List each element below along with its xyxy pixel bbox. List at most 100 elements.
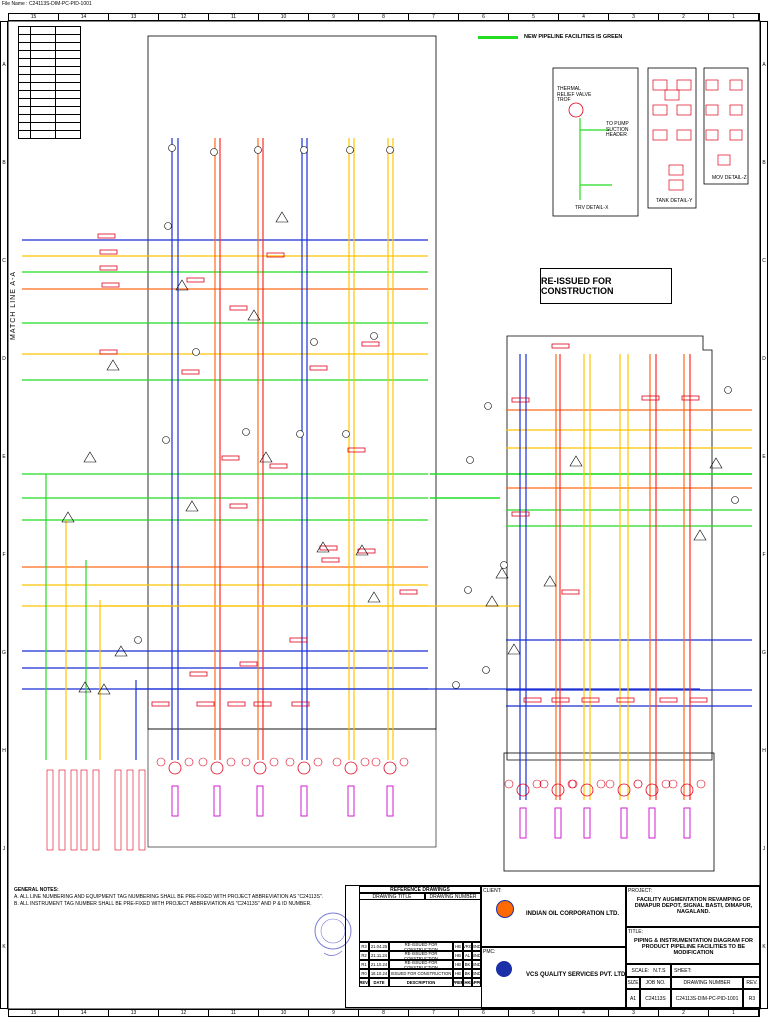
tag-column <box>58 769 66 851</box>
tag-column <box>126 769 134 851</box>
revision-cell: PREP <box>452 978 464 987</box>
instrument-bubble <box>342 430 350 438</box>
instrument-bubble <box>724 386 732 394</box>
size-value: A1 <box>626 989 640 1009</box>
tank-detail-box <box>647 67 697 209</box>
instrument-bubble <box>731 496 739 504</box>
pump-icon <box>253 761 267 775</box>
line-tag <box>291 701 310 707</box>
instrument-bubble <box>168 144 176 152</box>
motor-icon <box>213 785 221 817</box>
gauge-icon <box>285 757 295 767</box>
motor-icon <box>554 807 562 839</box>
revision-cell: R1 <box>359 960 369 969</box>
revision-cell: HB <box>453 951 463 960</box>
client-name: INDIAN OIL CORPORATION LTD. <box>526 911 619 917</box>
line-tag <box>616 697 635 703</box>
tank-detail-tag <box>664 89 680 101</box>
row-label: G <box>2 650 6 656</box>
row-label: H <box>762 748 766 754</box>
pump-frame-right <box>503 752 715 872</box>
instrument-bubble <box>296 430 304 438</box>
gauge-icon <box>668 779 678 789</box>
line-tag <box>641 395 660 401</box>
sheet-label: SHEET: <box>674 967 692 974</box>
control-triangle <box>355 544 369 556</box>
instrument-bubble <box>484 402 492 410</box>
line-tag <box>361 341 380 347</box>
gauge-icon <box>360 757 370 767</box>
tank-detail-tag <box>668 164 684 176</box>
mov-detail-tag <box>729 104 743 116</box>
tank-detail-tag <box>652 79 668 91</box>
scale-cell: SCALE:N.T.S <box>626 964 671 977</box>
row-label: C <box>2 258 6 264</box>
instrument-bubble <box>242 428 250 436</box>
instrument-bubble <box>254 146 262 154</box>
row-label: B <box>762 160 766 166</box>
gauge-icon <box>696 779 706 789</box>
zone-label: 2 <box>659 1010 709 1016</box>
file-name: File Name : C24113S-DIM-PC-PID-1001 <box>2 1 92 7</box>
dwg-label: DRAWING NUMBER <box>671 977 743 989</box>
instrument-bubble <box>500 561 508 569</box>
gauge-icon <box>226 757 236 767</box>
revision-cell: RE-ISSUED FOR CONSTRUCTION <box>389 960 453 970</box>
line-tag <box>253 701 272 707</box>
zone-label: 15 <box>9 14 59 20</box>
line-tag <box>99 249 118 255</box>
zone-label: 3 <box>609 1010 659 1016</box>
revision-cell: 21.10.24 <box>369 960 389 969</box>
line-tag <box>269 463 288 469</box>
control-triangle <box>275 211 289 223</box>
legend-green-swatch <box>478 35 518 39</box>
row-label: F <box>2 552 6 558</box>
line-tag <box>523 697 542 703</box>
line-tag <box>319 545 338 551</box>
line-tag <box>221 455 240 461</box>
tank-detail-tag <box>668 179 684 191</box>
control-triangle <box>485 595 499 607</box>
gauge-icon <box>661 779 671 789</box>
revision-cell: R0 <box>359 969 369 978</box>
tag-column <box>138 769 146 851</box>
line-tag <box>97 233 116 239</box>
row-label: D <box>2 356 6 362</box>
job-label: JOB NO. <box>640 977 671 989</box>
zone-label: 10 <box>259 14 309 20</box>
status-banner: RE-ISSUED FOR CONSTRUCTION <box>540 268 672 304</box>
row-label: A <box>2 62 6 68</box>
line-tag <box>189 671 208 677</box>
gauge-icon <box>371 757 381 767</box>
general-notes: GENERAL NOTES: A. ALL LINE NUMBERING AND… <box>14 886 344 908</box>
instrument-bubble <box>466 456 474 464</box>
zone-label: 13 <box>109 14 159 20</box>
control-triangle <box>693 529 707 541</box>
control-triangle <box>316 541 330 553</box>
pmc-cell: PMC: <box>481 947 626 1009</box>
zone-label: 11 <box>209 14 259 20</box>
gauge-icon <box>269 757 279 767</box>
line-tag <box>227 701 246 707</box>
zone-label: 9 <box>309 14 359 20</box>
to-pump-caption: TO PUMP SUCTION HEADER <box>606 121 629 138</box>
row-label: J <box>2 846 6 852</box>
title-cell: TITLE: PIPING & INSTRUMENTATION DIAGRAM … <box>626 927 761 964</box>
instrument-bubble <box>370 332 378 340</box>
mov-detail-tag <box>729 79 743 91</box>
motor-icon <box>519 807 527 839</box>
tank-detail-tag <box>676 129 692 141</box>
tag-column <box>80 769 88 851</box>
control-triangle <box>367 591 381 603</box>
gauge-icon <box>313 757 323 767</box>
pump-icon <box>617 783 631 797</box>
revision-cell: DATE <box>369 978 389 987</box>
line-list-row <box>18 130 81 139</box>
line-list-cell <box>55 130 81 139</box>
revision-cell: DESCRIPTION <box>389 978 453 987</box>
row-label: G <box>762 650 766 656</box>
instrument-bubble <box>192 348 200 356</box>
revision-cell: CHKD <box>461 978 474 987</box>
revision-cell: BND <box>472 960 481 969</box>
project-name: FACILITY AUGMENTATION REVAMPING OF DIMAP… <box>634 897 753 915</box>
